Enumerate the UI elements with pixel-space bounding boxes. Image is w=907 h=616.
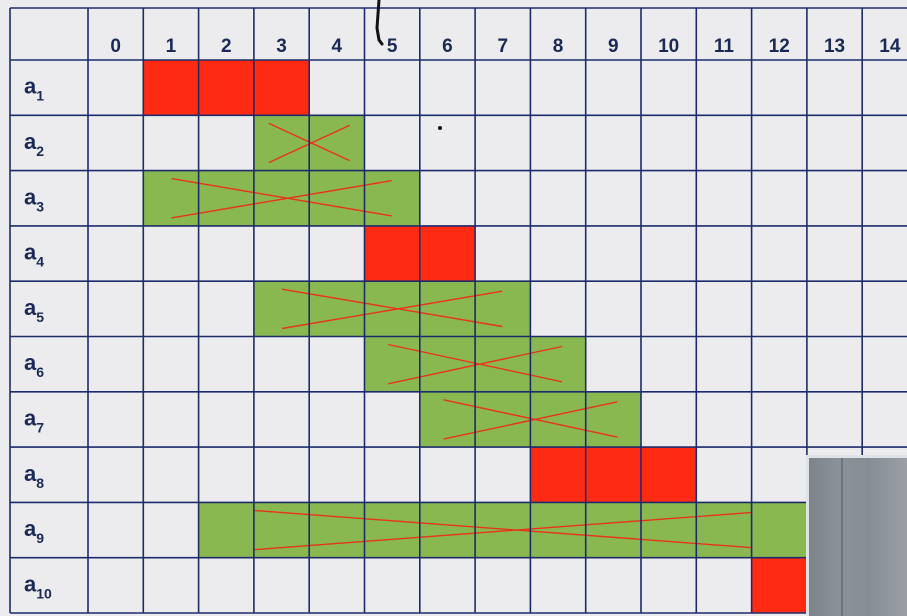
- column-header-5: 5: [387, 36, 398, 57]
- column-header-12: 12: [769, 36, 790, 57]
- activity-block-a5-rejected: [253, 281, 531, 337]
- activity-block-a1-selected: [143, 60, 310, 116]
- column-header-14: 14: [879, 36, 901, 57]
- row-label-a4: a4: [24, 240, 44, 270]
- video-thumbnail-overlay: [806, 455, 907, 616]
- activity-block-a9-rejected: [198, 502, 807, 558]
- row-label-a7: a7: [24, 405, 44, 435]
- overlay-divider: [841, 458, 843, 616]
- cross-stroke: [281, 288, 503, 328]
- column-header-2: 2: [221, 36, 232, 57]
- column-header-9: 9: [608, 36, 619, 57]
- column-header-8: 8: [553, 36, 564, 57]
- pen-marks: [375, 0, 442, 130]
- row-label-a9: a9: [24, 516, 44, 546]
- column-header-4: 4: [332, 36, 343, 57]
- grid-lines: [9, 7, 907, 614]
- cross-stroke: [253, 509, 753, 549]
- cross-stroke: [171, 177, 392, 217]
- activity-block-a3-rejected: [143, 170, 420, 226]
- activity-block-a8-selected: [530, 447, 697, 503]
- row-label-a2: a2: [24, 129, 44, 159]
- cross-stroke: [171, 179, 392, 219]
- column-header-7: 7: [497, 36, 508, 57]
- cross-stroke: [253, 511, 753, 551]
- pen-stroke: [375, 0, 384, 46]
- row-label-a8: a8: [24, 461, 44, 491]
- column-header-13: 13: [824, 36, 845, 57]
- row-label-a6: a6: [24, 350, 44, 380]
- column-header-10: 10: [658, 36, 679, 57]
- row-label-a1: a1: [24, 74, 44, 104]
- row-label-a10: a10: [24, 571, 52, 601]
- row-label-a3: a3: [24, 184, 44, 214]
- column-header-6: 6: [442, 36, 453, 57]
- column-header-1: 1: [166, 36, 177, 57]
- activity-block-a10-selected: [751, 557, 807, 613]
- column-header-3: 3: [276, 36, 287, 57]
- row-label-column: a1 a2 a3 a4 a5 a6 a7 a8 a9 a10: [24, 74, 52, 602]
- row-label-a5: a5: [24, 295, 44, 325]
- column-header-0: 0: [110, 36, 121, 57]
- pen-dot: [438, 126, 442, 130]
- column-header-11: 11: [714, 36, 735, 57]
- cross-stroke: [281, 290, 503, 330]
